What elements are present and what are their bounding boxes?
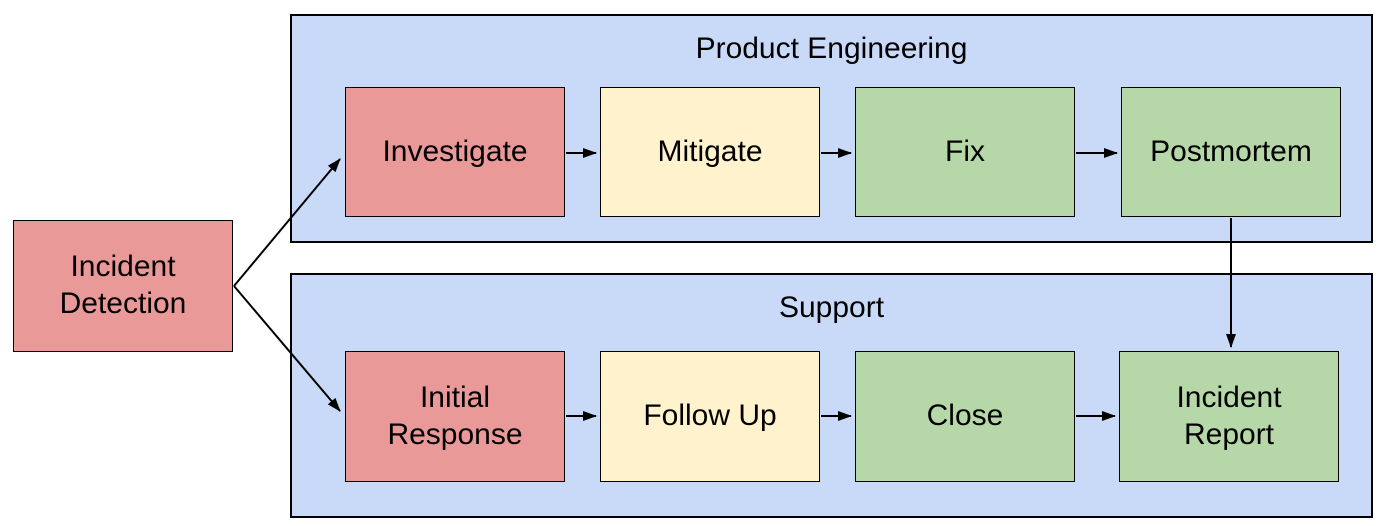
node-label-incident-report: Incident Report (1176, 380, 1282, 451)
node-close: Close (855, 351, 1075, 482)
node-label-mitigate: Mitigate (657, 134, 763, 168)
node-mitigate: Mitigate (600, 87, 820, 217)
node-label-fix: Fix (945, 134, 985, 168)
arrow-incident-detection-to-initial-response (233, 285, 341, 412)
node-postmortem: Postmortem (1121, 87, 1341, 217)
arrow-incident-detection-to-investigate (233, 158, 341, 287)
node-investigate: Investigate (345, 87, 565, 217)
lane-title-product-engineering: Product Engineering (695, 32, 968, 65)
node-label-postmortem: Postmortem (1150, 134, 1312, 168)
node-fix: Fix (855, 87, 1075, 217)
node-follow-up: Follow Up (600, 351, 820, 482)
lane-title-support: Support (778, 291, 885, 324)
node-label-initial-response: Initial Response (387, 380, 523, 451)
node-initial-response: Initial Response (345, 351, 565, 482)
node-label-follow-up: Follow Up (643, 399, 777, 433)
node-incident-report: Incident Report (1119, 351, 1339, 482)
node-label-incident-detection: Incident Detection (59, 250, 187, 320)
node-label-close: Close (926, 399, 1004, 433)
node-incident-detection: Incident Detection (13, 220, 233, 352)
node-label-investigate: Investigate (382, 134, 528, 168)
